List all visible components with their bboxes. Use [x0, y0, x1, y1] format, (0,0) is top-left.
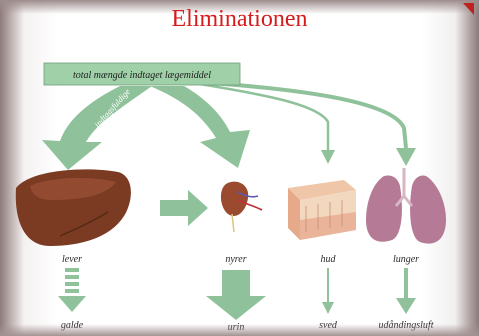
- arrow-to-urine: [206, 270, 266, 320]
- lungs-image: [366, 168, 446, 244]
- output-label-sweat: sved: [319, 320, 338, 331]
- output-label-urine: urin: [228, 322, 245, 333]
- arrow-to-exhaled-air: [396, 268, 416, 314]
- organ-label-skin: hud: [321, 254, 337, 265]
- skin-image: [288, 180, 356, 240]
- organ-label-liver: lever: [62, 254, 82, 265]
- arrow-to-sweat: [322, 268, 334, 314]
- source-box-label: total mængde indtaget lægemiddel: [73, 70, 211, 81]
- liver-image: [16, 169, 131, 246]
- organ-label-kidneys: nyrer: [225, 254, 246, 265]
- output-label-bile: galde: [61, 320, 84, 331]
- output-label-exhaled-air: udåndingsluft: [378, 320, 433, 331]
- dashed-arrow-to-bile: [58, 268, 86, 312]
- arrow-liver-to-kidneys: [160, 190, 208, 226]
- organ-label-lungs: lunger: [393, 254, 419, 265]
- kidneys-image: [221, 182, 262, 232]
